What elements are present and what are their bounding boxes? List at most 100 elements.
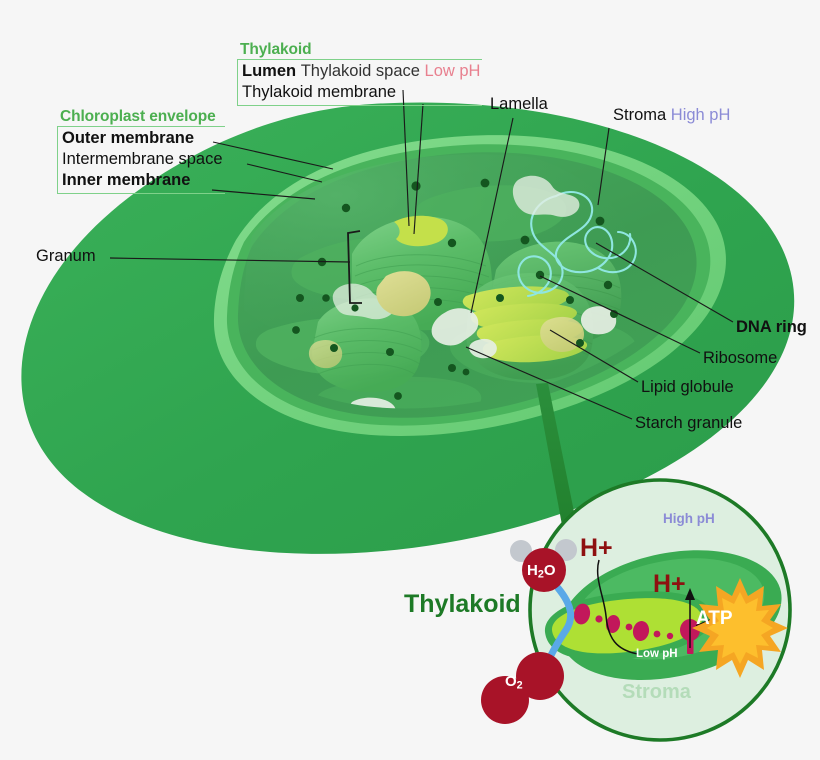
granum-stack-3 [312, 298, 423, 393]
label-starch-granule: Starch granule [635, 414, 743, 432]
ribosome [595, 216, 605, 226]
ribosome [394, 392, 402, 400]
starch-granule [431, 308, 479, 346]
oxygen-atom [516, 652, 564, 700]
callout-thylakoid-title: Thylakoid [240, 41, 312, 58]
ribosome [411, 181, 421, 191]
starch-granule [349, 397, 396, 409]
lipid-globules [308, 271, 584, 369]
label-inner-membrane: Inner membrane [62, 171, 191, 190]
starch-granule [512, 175, 580, 217]
ribosome [447, 238, 457, 248]
leader-starch-granule [465, 346, 633, 420]
label-lipid-globule: Lipid globule [641, 378, 734, 396]
callout-thylakoid-lumen-line: Lumen Thylakoid space Low pH [242, 61, 480, 82]
label-ribosome: Ribosome [703, 349, 778, 367]
inset-label-low-ph: Low pH [636, 648, 678, 660]
starch-granule [580, 306, 617, 335]
hydrogen-atom [510, 540, 532, 562]
inset-label-water: H2O [527, 562, 556, 581]
protein-complex [605, 615, 621, 633]
atp-burst [692, 578, 788, 678]
thylakoid-lumen-wedge [394, 215, 448, 247]
inset-label-h-plus-left: H+ [580, 534, 613, 562]
granum-bracket [347, 230, 362, 304]
protein-complex [573, 603, 591, 625]
leader-outer-membrane [212, 141, 334, 170]
ribosome [434, 298, 442, 306]
leader-lines [109, 89, 734, 420]
ribosome [480, 178, 490, 188]
label-intermembrane-space: Intermembrane space [62, 149, 223, 168]
ribosome [292, 326, 300, 334]
water-formula-h: H [527, 562, 538, 579]
leader-granum [109, 257, 351, 263]
label-low-ph: Low pH [424, 61, 481, 80]
oxygen-atom [481, 676, 529, 724]
arrowhead-h-plus-out [685, 588, 695, 600]
inset-label-stroma: Stroma [622, 681, 691, 703]
water-formula-o: O [543, 562, 556, 579]
ribosome [322, 294, 330, 302]
oxygen-molecule [481, 652, 564, 724]
ribosome [448, 364, 456, 372]
starch-granule [469, 338, 497, 359]
stroma-contents [255, 175, 637, 409]
leader-lamella [470, 117, 514, 314]
label-lumen: Lumen [242, 61, 297, 80]
leader-inner-membrane [211, 189, 316, 200]
leader-dna-ring [595, 242, 734, 323]
proton-dot [625, 623, 633, 631]
callout-envelope-box: Outer membrane Intermembrane space Inner… [57, 125, 225, 195]
inset-label-high-ph: High pH [663, 511, 715, 526]
oxygen-formula-sub: 2 [516, 679, 523, 692]
ribosome [296, 294, 304, 302]
proton-dot [653, 630, 661, 638]
ribosome [576, 339, 584, 347]
leader-intermembrane-space [246, 163, 323, 183]
leader-stroma [597, 127, 610, 206]
label-thylakoid-membrane: Thylakoid membrane [242, 82, 397, 101]
leader-thylakoid-membrane [413, 103, 424, 235]
oxygen-formula-o: O [505, 673, 517, 690]
leader-lipid-globule [549, 329, 639, 383]
label-thylakoid-space: Thylakoid space [300, 61, 420, 80]
starch-granules [332, 175, 617, 409]
ribosome [566, 296, 574, 304]
starch-granule [332, 283, 395, 320]
callout-thylakoid-box: Lumen Thylakoid space Low pH Thylakoid m… [237, 58, 483, 107]
ribosome [496, 294, 504, 302]
leader-ribosome [539, 275, 701, 354]
callout-chloroplast-envelope: Chloroplast envelope Outer membrane Inte… [57, 108, 225, 195]
ribosome [330, 344, 338, 352]
ribosome [462, 368, 470, 376]
label-stroma: Stroma [613, 106, 667, 124]
label-lamella: Lamella [490, 95, 548, 113]
proton-dot [595, 615, 603, 623]
ribosome [520, 235, 530, 245]
inset-magnifier [481, 478, 792, 742]
dna-ring [517, 190, 637, 298]
inset-label-h-plus-right: H+ [653, 570, 686, 598]
callout-thylakoid: Thylakoid Lumen Thylakoid space Low pH T… [237, 41, 483, 107]
atp-starburst-inner [707, 592, 773, 664]
arrow-h-plus-into-lumen [596, 559, 639, 655]
protein-complex [632, 621, 650, 641]
lipid-globule [376, 271, 431, 317]
oxygen-atom [522, 548, 566, 592]
water-molecule [510, 539, 577, 592]
label-dna-ring: DNA ring [736, 318, 807, 336]
label-high-ph: High pH [670, 106, 731, 124]
label-outer-membrane: Outer membrane [62, 128, 195, 147]
inset-label-atp: ATP [696, 608, 733, 629]
electron-transport-chain [573, 603, 700, 654]
ribosome [351, 304, 359, 312]
leader-lumen [402, 89, 410, 227]
water-split-arrow [544, 584, 575, 666]
water-formula-sub: 2 [537, 568, 544, 581]
inset-label-oxygen: O2 [505, 673, 523, 692]
inset-label-thylakoid: Thylakoid [404, 590, 521, 618]
ribosome [386, 348, 394, 356]
